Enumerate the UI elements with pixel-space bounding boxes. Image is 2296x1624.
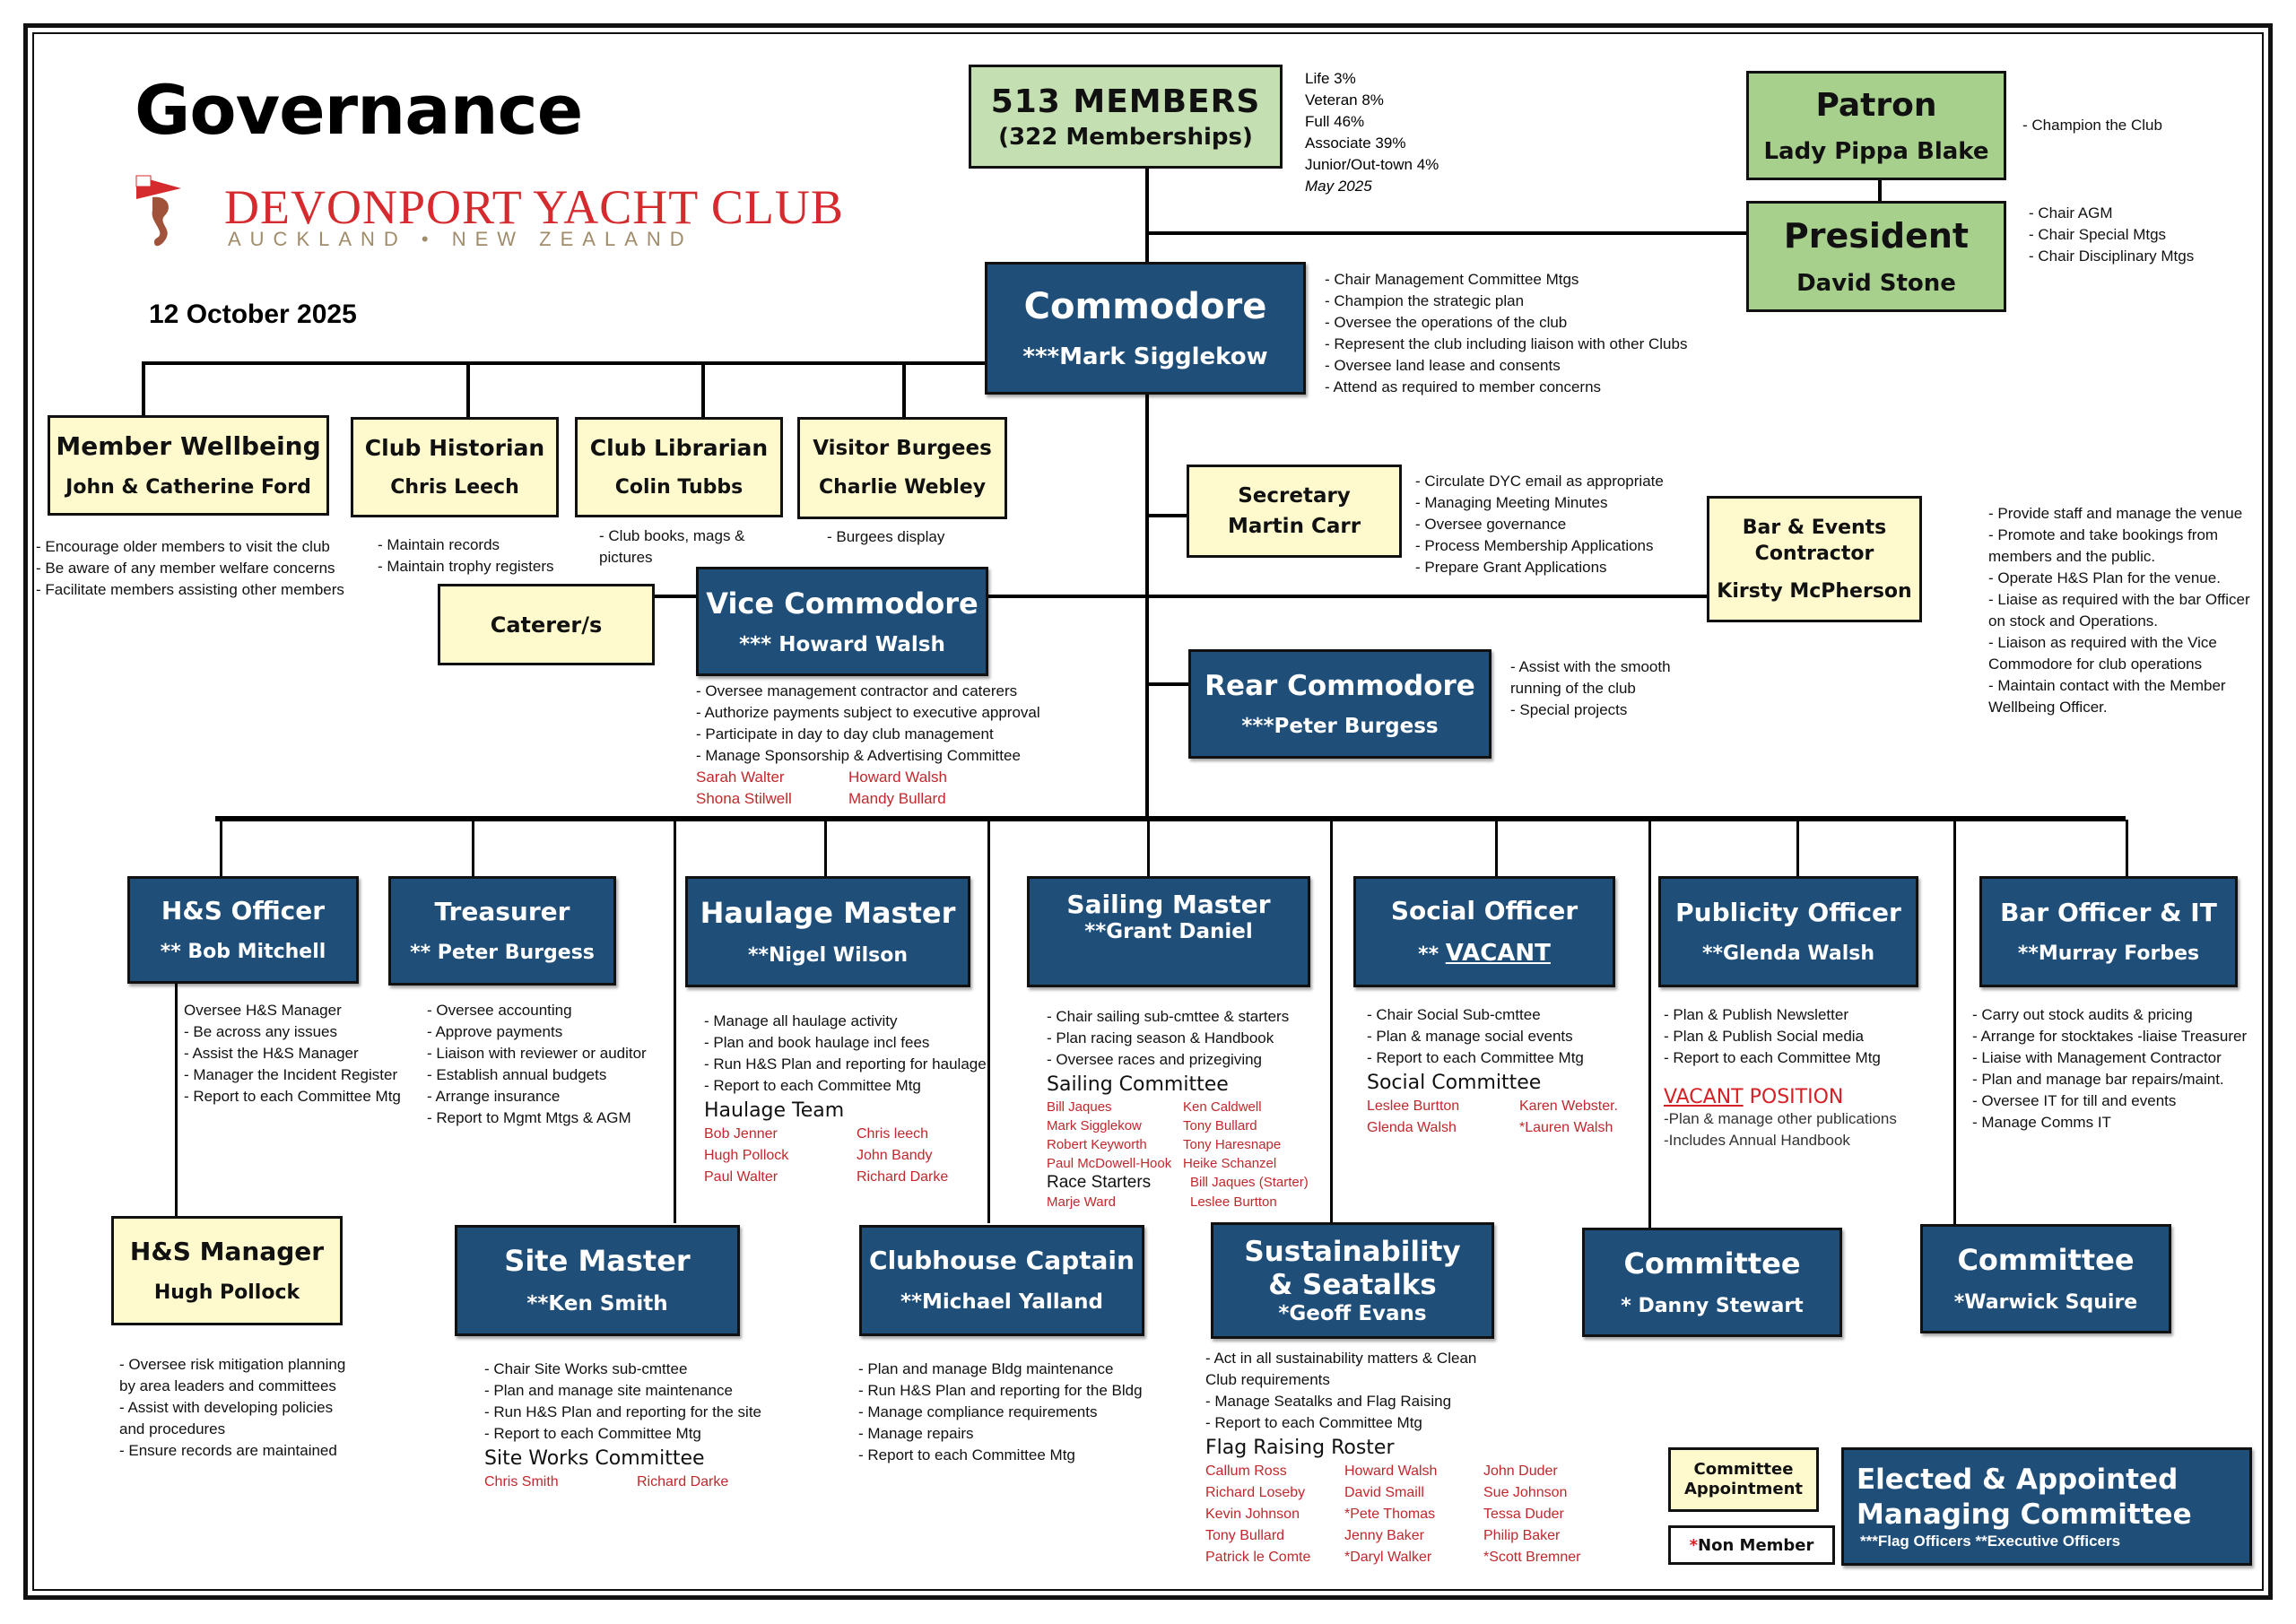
patron-title: Patron (1815, 87, 1937, 125)
club-librarian-duties: - Club books, mags & pictures (599, 527, 745, 566)
clubhouse-captain-box: Clubhouse Captain **Michael Yalland (859, 1225, 1144, 1336)
club-historian-duties: - Maintain records - Maintain trophy reg… (378, 536, 554, 575)
patron-name: Lady Pippa Blake (1763, 137, 1989, 165)
commodore-title: Commodore (1023, 286, 1267, 327)
commodore-box: Commodore ***Mark Sigglekow (985, 262, 1306, 395)
sailing-master-box: Sailing Master **Grant Daniel (1027, 876, 1310, 987)
hs-manager-duties: - Oversee risk mitigation planning by ar… (119, 1356, 346, 1459)
rear-commodore-box: Rear Commodore ***Peter Burgess (1188, 649, 1492, 759)
social-committee: Leslee Burtton Karen Webster. Glenda Wal… (1367, 1099, 1618, 1135)
patron-duties: - Champion the Club (2022, 117, 2162, 134)
visitor-burgees-box: Visitor Burgees Charlie Webley (797, 417, 1007, 519)
social-committee-label: Social Committee (1367, 1072, 1542, 1094)
membership-sub: (322 Memberships) (998, 123, 1253, 151)
vice-commodore-duties: - Oversee management contractor and cate… (696, 681, 1040, 810)
membership-breakdown: Life 3% Veteran 8% Full 46% Associate 39… (1305, 68, 1439, 197)
vice-commodore-box: Vice Commodore *** Howard Walsh (696, 567, 988, 676)
chart-date: 12 October 2025 (149, 300, 357, 329)
rear-commodore-duties: - Assist with the smooth running of the … (1510, 658, 1671, 718)
bar-officer-duties: - Carry out stock audits & pricing - Arr… (1972, 1006, 2248, 1131)
sustainability-box: Sustainability & Seatalks *Geoff Evans (1211, 1222, 1494, 1339)
sailing-committee: Bill Jaques Ken Caldwell Mark Sigglekow … (1047, 1099, 1282, 1171)
social-officer-name: ** VACANT (1418, 940, 1551, 968)
social-officer-box: Social Officer ** VACANT (1353, 876, 1615, 987)
secretary-box: Secretary Martin Carr (1187, 465, 1402, 558)
commodore-name: ***Mark Sigglekow (1022, 343, 1268, 370)
committee-warwick-box: Committee *Warwick Squire (1920, 1224, 2171, 1333)
legend-non-member: *Non Member (1668, 1525, 1835, 1565)
sailing-duties: - Chair sailing sub-cmttee & starters - … (1047, 1006, 1325, 1212)
flag-raising-roster: Callum Ross Howard Walsh John Duder Rich… (1205, 1463, 1581, 1565)
flag-roster-label: Flag Raising Roster (1205, 1437, 1395, 1459)
patron-box: Patron Lady Pippa Blake (1746, 71, 2006, 180)
stat-junior: Junior/Out-town 4% (1305, 156, 1439, 173)
stat-life: Life 3% (1305, 70, 1356, 87)
bar-events-box: Bar & Events Contractor Kirsty McPherson (1707, 496, 1922, 622)
commodore-duties: - Chair Management Committee Mtgs - Cham… (1325, 271, 1688, 395)
inner-border (32, 32, 2264, 1591)
membership-count: 513 MEMBERS (990, 83, 1261, 120)
president-duties: - Chair AGM - Chair Special Mtgs - Chair… (2029, 204, 2195, 265)
site-works-committee: Chris Smith Richard Darke (484, 1474, 729, 1489)
member-wellbeing-box: Member Wellbeing John & Catherine Ford (48, 415, 329, 516)
stat-date: May 2025 (1305, 178, 1372, 195)
club-historian-box: Club Historian Chris Leech (351, 417, 559, 517)
committee-danny-box: Committee * Danny Stewart (1582, 1228, 1842, 1337)
legend-managing-committee: Elected & Appointed Managing Committee *… (1841, 1447, 2252, 1566)
haulage-duties: - Manage all haulage activity - Plan and… (704, 1011, 991, 1188)
caterers-box: Caterer/s (438, 584, 655, 665)
page-title: Governance (135, 70, 583, 150)
hs-officer-duties: Oversee H&S Manager - Be across any issu… (184, 1002, 401, 1105)
club-location: AUCKLAND • NEW ZEALAND (228, 228, 693, 250)
membership-box: 513 MEMBERS (322 Memberships) (969, 65, 1283, 169)
treasurer-duties: - Oversee accounting - Approve payments … (427, 1002, 647, 1126)
sailing-committee-label: Sailing Committee (1047, 1073, 1229, 1096)
social-duties: - Chair Social Sub-cmttee - Plan & manag… (1367, 1004, 1654, 1139)
clubhouse-duties: - Plan and manage Bldg maintenance - Run… (858, 1360, 1143, 1463)
haulage-master-box: Haulage Master **Nigel Wilson (685, 876, 970, 987)
president-name: David Stone (1796, 269, 1956, 297)
bar-events-duties: - Provide staff and manage the venue - P… (1988, 505, 2250, 716)
sponsorship-committee: Sarah Walter Howard Walsh Shona Stilwell… (696, 769, 947, 807)
club-name: DEVONPORT YACHT CLUB (224, 180, 844, 234)
stat-full: Full 46% (1305, 113, 1365, 130)
member-wellbeing-duties: - Encourage older members to visit the c… (36, 538, 344, 598)
non-member-star: * (1689, 1535, 1699, 1555)
treasurer-box: Treasurer ** Peter Burgess (388, 876, 616, 986)
sustainability-duties: - Act in all sustainability matters & Cl… (1205, 1348, 1580, 1568)
site-master-box: Site Master **Ken Smith (455, 1225, 740, 1336)
hs-officer-box: H&S Officer ** Bob Mitchell (127, 876, 359, 984)
hs-manager-box: H&S Manager Hugh Pollock (111, 1216, 343, 1325)
visitor-burgees-duties: - Burgees display (827, 528, 945, 545)
race-starters: Race Starters Bill Jaques (Starter) Marj… (1047, 1173, 1309, 1210)
outer-border (23, 23, 2273, 1600)
stat-veteran: Veteran 8% (1305, 91, 1384, 109)
publicity-officer-box: Publicity Officer **Glenda Walsh (1658, 876, 1918, 987)
legend-committee-appointment: Committee Appointment (1668, 1447, 1819, 1512)
club-librarian-box: Club Librarian Colin Tubbs (575, 417, 783, 517)
stat-associate: Associate 39% (1305, 135, 1406, 152)
site-works-label: Site Works Committee (484, 1447, 705, 1470)
secretary-duties: - Circulate DYC email as appropriate - M… (1415, 473, 1664, 576)
vacant-position-label: VACANT POSITION (1664, 1086, 1844, 1108)
bar-officer-box: Bar Officer & IT **Murray Forbes (1979, 876, 2238, 987)
president-title: President (1783, 216, 1970, 256)
president-box: President David Stone (1746, 201, 2006, 312)
site-master-duties: - Chair Site Works sub-cmttee - Plan and… (484, 1359, 771, 1493)
publicity-duties: - Plan & Publish Newsletter - Plan & Pub… (1664, 1006, 1897, 1149)
haulage-team: Bob Jenner Chris leech Hugh Pollock John… (704, 1126, 949, 1185)
haulage-team-label: Haulage Team (704, 1099, 845, 1122)
seahorse-flag-icon (135, 175, 181, 247)
